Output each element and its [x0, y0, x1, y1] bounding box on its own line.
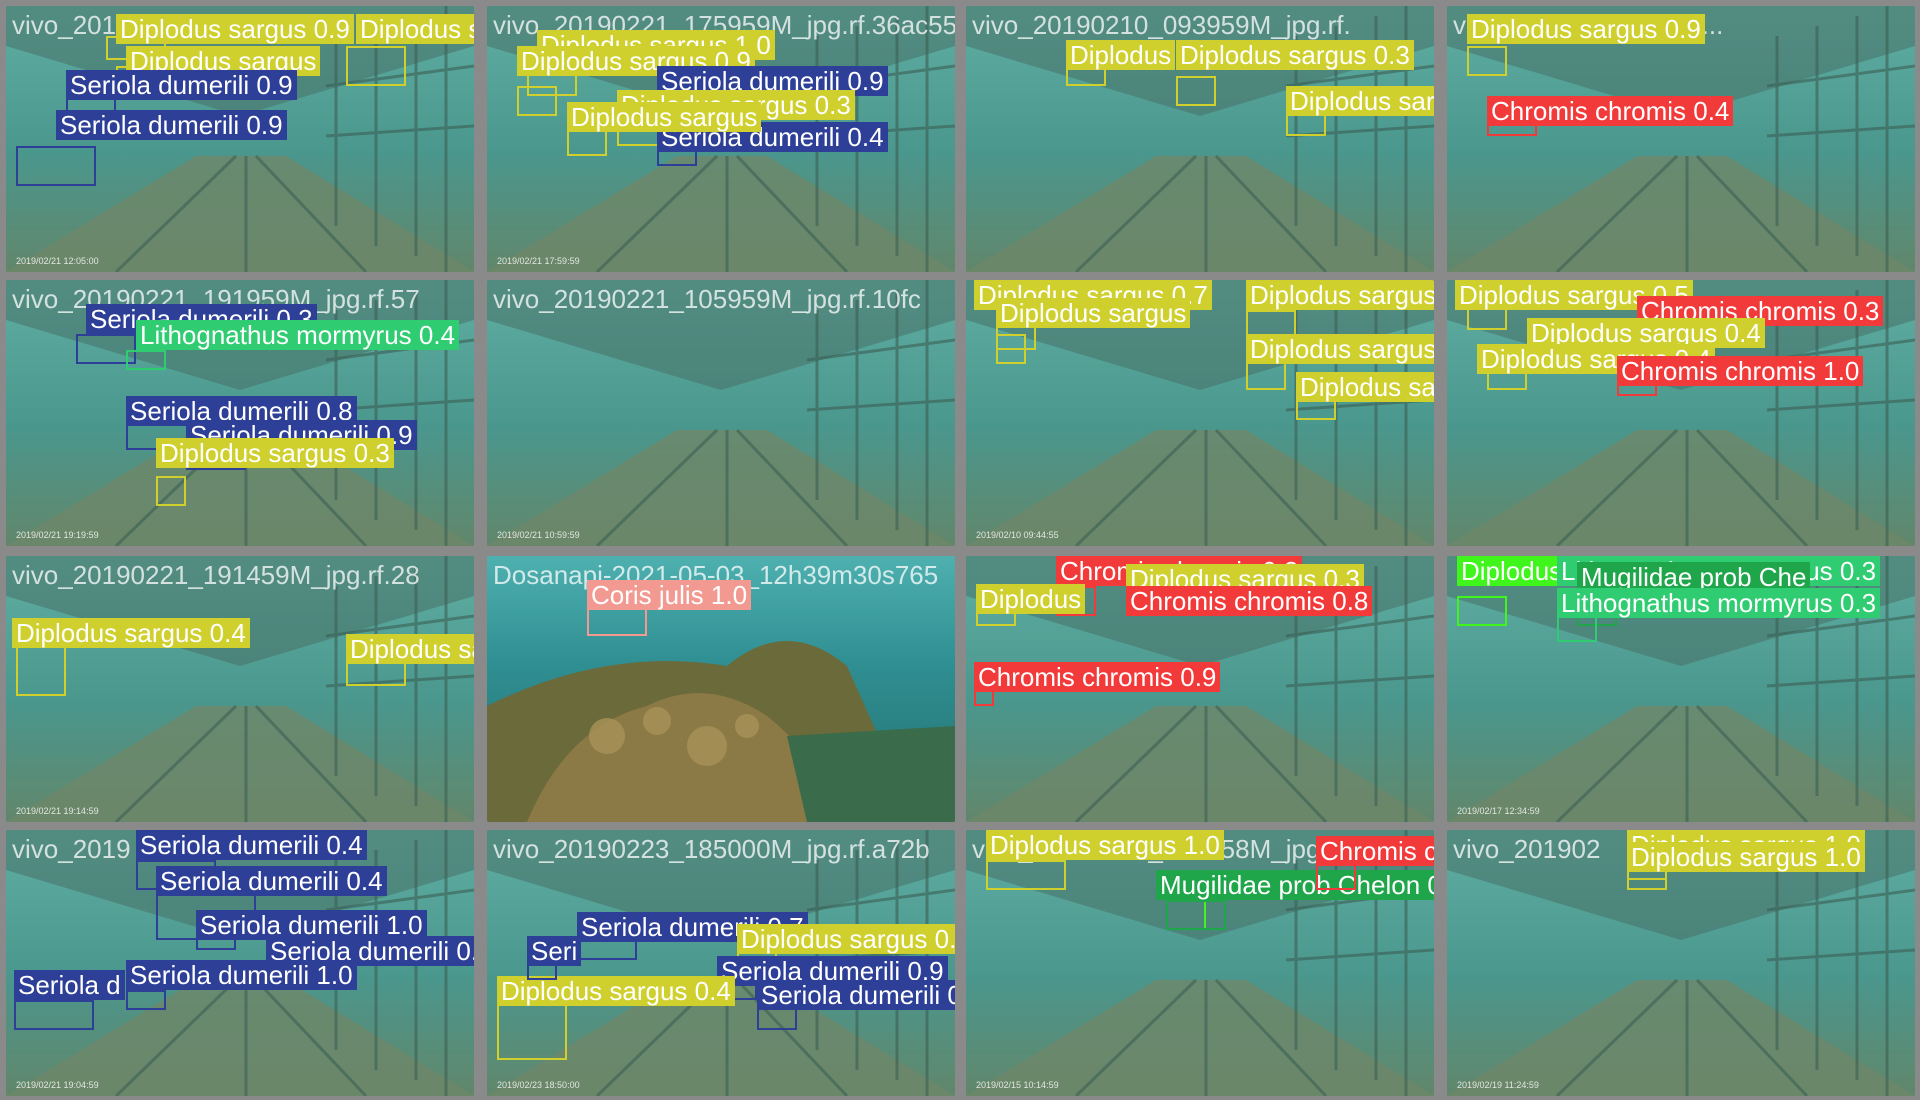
detection-box — [587, 606, 647, 636]
wreck-scene — [1447, 830, 1915, 1096]
timestamp: 2019/02/17 12:34:59 — [1457, 806, 1540, 816]
detection-label: Seriola dumerili 1.0 — [126, 960, 357, 990]
detection-label: Diplodus sargus 0.4 — [1527, 318, 1765, 348]
image-tile: vivo_20190215_101458M_jpg.2019/02/15 10:… — [966, 830, 1434, 1096]
detection-box — [1627, 870, 1667, 890]
detection-box — [156, 476, 186, 506]
timestamp: 2019/02/23 18:50:00 — [497, 1080, 580, 1090]
detection-label: Diplodus sargus — [1286, 86, 1434, 116]
detection-label: Diplodus sargus 0.6 — [737, 924, 955, 954]
detection-label: Coris julis 1.0 — [587, 580, 752, 610]
detection-box — [1457, 596, 1507, 626]
timestamp: 2019/02/21 12:05:00 — [16, 256, 99, 266]
detection-label: Diplodus sargus 0.3 — [156, 438, 394, 468]
detection-label: Seriola dumerili 0.9 — [66, 70, 297, 100]
timestamp: 2019/02/21 17:59:59 — [497, 256, 580, 266]
image-tile: vivo_20190221_175959M_jpg.rf.36ac55c20b2… — [487, 6, 955, 272]
detection-label: Chromis chromis 0.9 — [974, 662, 1221, 692]
image-tile: vivo_20190215_1844...Diplodus sargus 0.9… — [1447, 6, 1915, 272]
detection-label: Mugilidae prob Che — [1577, 562, 1811, 592]
detection-box — [16, 646, 66, 696]
wreck-scene — [1447, 6, 1915, 272]
timestamp: 2019/02/21 19:14:59 — [16, 806, 99, 816]
detection-box — [517, 86, 557, 116]
detection-label: Diplodus sargus 0.9 — [1467, 14, 1705, 44]
detection-label: Chromis chromis 1.0 — [1617, 356, 1864, 386]
detection-label: Diplodus sargus 0.4 — [497, 976, 735, 1006]
image-tile: vivo_20190210_093959M_jpg.rf.Diplodus sa… — [966, 6, 1434, 272]
reef-scene — [487, 556, 955, 822]
timestamp: 2019/02/15 10:14:59 — [976, 1080, 1059, 1090]
detection-label: Chromis chromis — [1316, 836, 1434, 866]
detection-box — [986, 860, 1066, 890]
detection-label: Diplodus sargus 0.8 — [346, 634, 474, 664]
detection-label: Diplodus sargus 0.9 — [356, 14, 474, 44]
detection-label: Diplodus sargus — [1246, 334, 1434, 364]
timestamp: 2019/02/19 11:24:59 — [1457, 1080, 1539, 1090]
wreck-scene — [6, 556, 474, 822]
detection-box — [16, 146, 96, 186]
timestamp: 2019/02/21 19:19:59 — [16, 530, 99, 540]
detection-label: Diplodus — [976, 584, 1086, 614]
detection-label: Mugilidae prob Chelon 0.6 — [1156, 870, 1434, 900]
detection-box — [76, 334, 136, 364]
timestamp: 2019/02/10 09:44:55 — [976, 530, 1059, 540]
detection-label: Diplodus sargus 0.6 — [1296, 372, 1434, 402]
detection-label: Diplodus sargus 0.3 — [1176, 40, 1414, 70]
detection-box — [1176, 76, 1216, 106]
detection-label: Diplodus sargus — [567, 102, 762, 132]
detection-label: Seriola dumerili 1.0 — [196, 910, 427, 940]
detection-label: Chromis chromis 0.4 — [1487, 96, 1734, 126]
detection-box — [497, 1000, 567, 1060]
detection-box — [1467, 46, 1507, 76]
detection-label: Seriola dumerili 0.9 — [757, 980, 955, 1010]
detection-label: Lithognathus mormyrus 0.3 — [1557, 588, 1881, 618]
wreck-scene — [487, 280, 955, 546]
detection-label: Diplodus sargus 1.0 — [1627, 842, 1865, 872]
detection-label: Seriola dumerili 0.4 — [136, 830, 367, 860]
detection-label: Diplodus — [1066, 40, 1176, 70]
detection-box — [14, 1000, 94, 1030]
detection-label: Seriola d — [14, 970, 125, 1000]
detection-label: Diplodus sargus 0.4 — [12, 618, 250, 648]
detection-label: Seriola dumerili 0.4 — [156, 866, 387, 896]
detection-label: Diplodus sargus 1.0 — [986, 830, 1224, 860]
timestamp: 2019/02/21 19:04:59 — [16, 1080, 99, 1090]
detection-box — [577, 940, 637, 960]
detection-box — [126, 990, 166, 1010]
detection-box — [1166, 900, 1226, 930]
timestamp: 2019/02/21 10:59:59 — [497, 530, 580, 540]
detection-label: Diplodus sargus — [996, 298, 1191, 328]
detection-label: Seri — [527, 936, 582, 966]
detection-box — [126, 350, 166, 370]
detection-label: Seriola dumerili 0.9 — [56, 110, 287, 140]
detection-label: Diplodus sargus 0.9 — [116, 14, 354, 44]
detection-label: Diplodus sargus 1.0 — [1246, 280, 1434, 310]
detection-label: Chromis chromis 0.8 — [1126, 586, 1373, 616]
detection-label: Lithognathus mormyrus 0.4 — [136, 320, 460, 350]
detection-box — [1246, 360, 1286, 390]
detection-box — [346, 46, 406, 86]
